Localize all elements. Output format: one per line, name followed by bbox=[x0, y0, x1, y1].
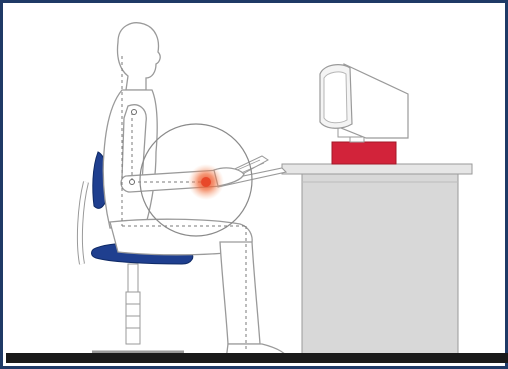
figure-lower-leg bbox=[220, 242, 260, 344]
figure-head bbox=[117, 23, 160, 90]
desk-top bbox=[282, 164, 472, 174]
ergonomic-workstation-illustration bbox=[6, 6, 508, 369]
desk bbox=[282, 164, 472, 360]
shoulder-joint-marker bbox=[132, 110, 137, 115]
crt-monitor-icon bbox=[320, 64, 408, 142]
desk-body bbox=[302, 174, 458, 360]
elbow-joint-marker bbox=[130, 180, 135, 185]
monitor-stand bbox=[332, 142, 396, 164]
floor-bar bbox=[6, 353, 508, 363]
